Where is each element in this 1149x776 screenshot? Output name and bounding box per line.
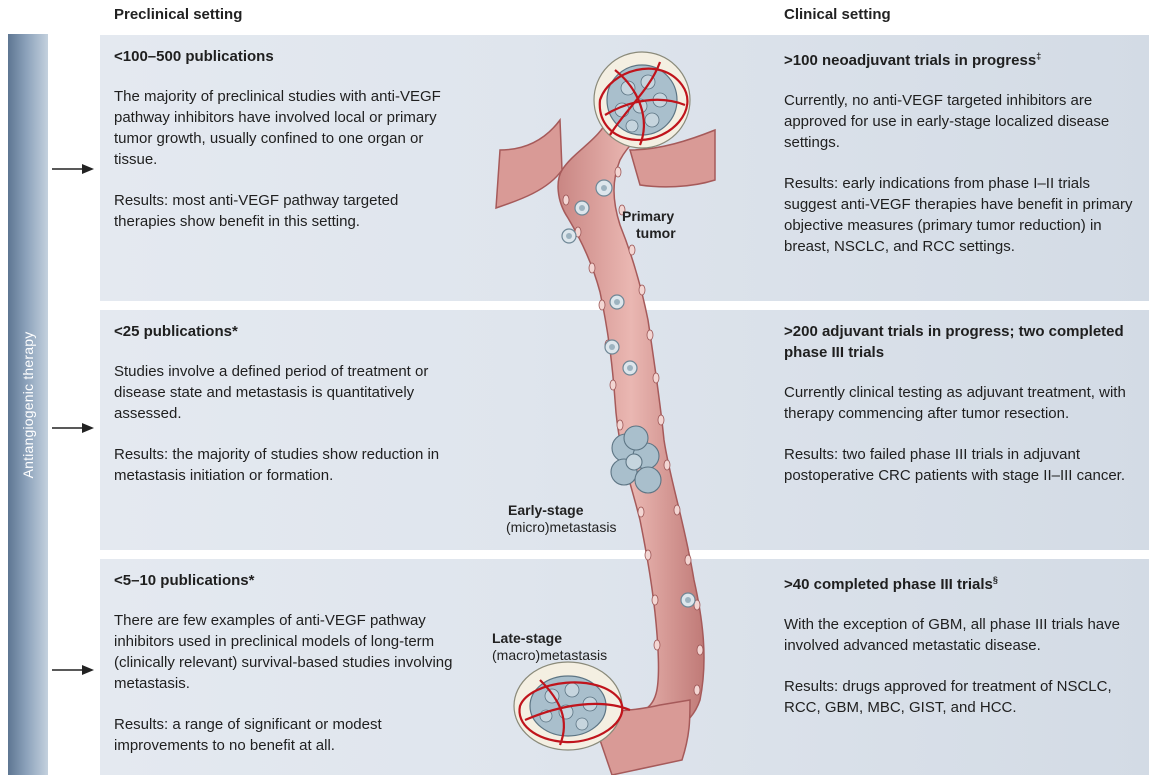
clinical-early-heading: >200 adjuvant trials in progress; two co… <box>784 321 1134 363</box>
label-late-line1: Late-stage <box>492 630 607 647</box>
footnote-mark: § <box>993 575 998 585</box>
preclinical-early-block: <25 publications* Studies involve a defi… <box>114 321 454 506</box>
clinical-early-desc: Currently clinical testing as adjuvant t… <box>784 382 1134 424</box>
preclinical-late-heading: <5–10 publications* <box>114 570 454 591</box>
label-late-line2: (macro)metastasis <box>492 647 607 664</box>
primary-tumor-mass <box>594 52 690 148</box>
preclinical-early-heading: <25 publications* <box>114 321 454 342</box>
label-primary-line1: Primary <box>622 208 676 225</box>
clinical-primary-desc: Currently, no anti-VEGF targeted inhibit… <box>784 90 1134 153</box>
clinical-primary-block: >100 neoadjuvant trials in progress‡ Cur… <box>784 46 1134 277</box>
preclinical-early-desc: Studies involve a defined period of trea… <box>114 361 454 424</box>
clinical-early-block: >200 adjuvant trials in progress; two co… <box>784 321 1134 506</box>
clinical-early-results: Results: two failed phase III trials in … <box>784 444 1134 486</box>
clinical-late-heading: >40 completed phase III trials§ <box>784 570 1134 595</box>
label-primary-line2: tumor <box>622 225 676 242</box>
preclinical-late-results: Results: a range of significant or modes… <box>114 714 454 756</box>
label-late-stage: Late-stage (macro)metastasis <box>492 630 607 664</box>
clinical-late-heading-text: >40 completed phase III trials <box>784 576 993 593</box>
label-early-stage: Early-stage (micro)metastasis <box>506 502 616 536</box>
preclinical-primary-heading: <100–500 publications <box>114 46 454 67</box>
clinical-late-results: Results: drugs approved for treatment of… <box>784 676 1134 718</box>
clinical-primary-heading: >100 neoadjuvant trials in progress‡ <box>784 46 1134 71</box>
preclinical-primary-results: Results: most anti-VEGF pathway targeted… <box>114 190 454 232</box>
footnote-mark: ‡ <box>1036 51 1041 61</box>
clinical-late-desc: With the exception of GBM, all phase III… <box>784 614 1134 656</box>
clinical-primary-heading-text: >100 neoadjuvant trials in progress <box>784 52 1036 69</box>
preclinical-late-desc: There are few examples of anti-VEGF path… <box>114 610 454 694</box>
label-early-line1: Early-stage <box>506 502 616 519</box>
clinical-primary-results: Results: early indications from phase I–… <box>784 173 1134 257</box>
preclinical-primary-desc: The majority of preclinical studies with… <box>114 86 454 170</box>
clinical-late-block: >40 completed phase III trials§ With the… <box>784 570 1134 738</box>
preclinical-early-results: Results: the majority of studies show re… <box>114 444 454 486</box>
label-early-line2: (micro)metastasis <box>506 519 616 536</box>
label-primary-tumor: Primary tumor <box>622 208 676 242</box>
vessel-branch <box>496 120 562 208</box>
preclinical-late-block: <5–10 publications* There are few exampl… <box>114 570 454 776</box>
preclinical-primary-block: <100–500 publications The majority of pr… <box>114 46 454 252</box>
